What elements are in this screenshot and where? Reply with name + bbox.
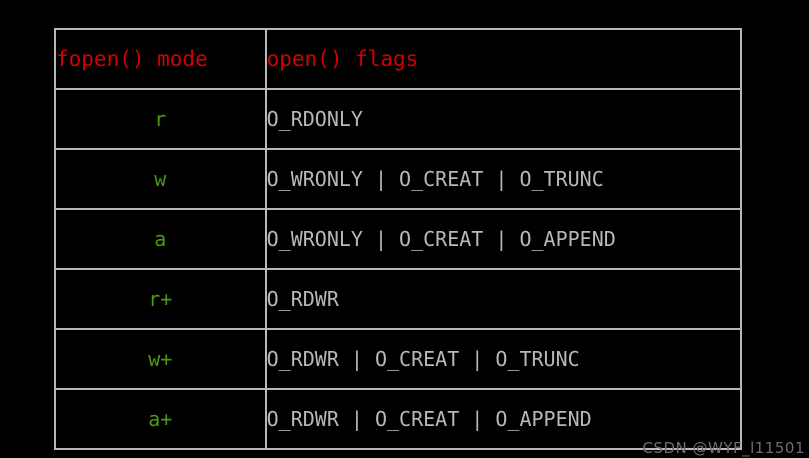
column-header-fopen-mode: fopen() mode [54,28,267,90]
table-row: r+ O_RDWR [54,268,743,330]
cell-fopen-mode: w+ [54,328,267,390]
table-row: w O_WRONLY | O_CREAT | O_TRUNC [54,148,743,210]
fopen-open-mapping-table: fopen() mode open() flags r O_RDONLY w O… [54,28,743,450]
cell-fopen-mode: a [54,208,267,270]
cell-open-flags: O_RDWR | O_CREAT | O_TRUNC [264,328,743,390]
table-row: a O_WRONLY | O_CREAT | O_APPEND [54,208,743,270]
cell-fopen-mode: r [54,88,267,150]
cell-fopen-mode: r+ [54,268,267,330]
cell-open-flags: O_RDWR | O_CREAT | O_APPEND [264,388,743,450]
cell-open-flags: O_RDWR [264,268,743,330]
table-row: w+ O_RDWR | O_CREAT | O_TRUNC [54,328,743,390]
cell-fopen-mode: w [54,148,267,210]
cell-open-flags: O_WRONLY | O_CREAT | O_TRUNC [264,148,743,210]
table-header-row: fopen() mode open() flags [54,28,743,90]
table-row: r O_RDONLY [54,88,743,150]
table-header: fopen() mode open() flags [54,28,743,90]
cell-open-flags: O_WRONLY | O_CREAT | O_APPEND [264,208,743,270]
column-header-open-flags: open() flags [264,28,743,90]
table-row: a+ O_RDWR | O_CREAT | O_APPEND [54,388,743,450]
cell-open-flags: O_RDONLY [264,88,743,150]
table-body: r O_RDONLY w O_WRONLY | O_CREAT | O_TRUN… [54,88,743,450]
cell-fopen-mode: a+ [54,388,267,450]
